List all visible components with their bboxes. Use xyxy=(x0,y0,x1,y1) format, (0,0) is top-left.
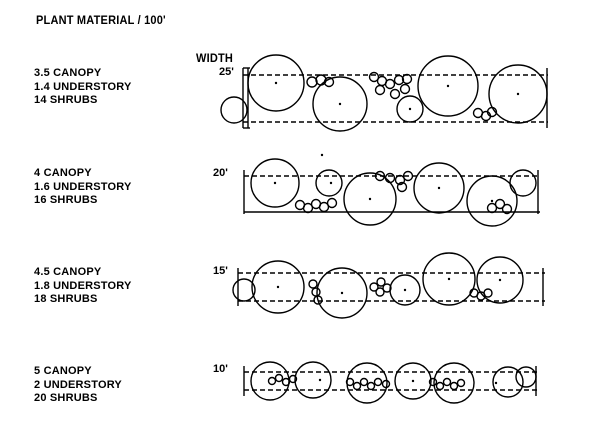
canopy-tree xyxy=(466,175,518,227)
row-4-strip xyxy=(243,361,538,404)
shrub xyxy=(311,287,321,297)
understory-tree xyxy=(232,278,256,302)
shrub xyxy=(267,376,277,386)
shrub xyxy=(326,197,338,209)
shrub xyxy=(306,76,318,88)
shrub xyxy=(376,277,386,287)
shrub xyxy=(308,279,318,289)
shrub xyxy=(315,74,327,86)
understory-tree xyxy=(509,169,537,197)
shrub xyxy=(382,283,392,293)
row-2-shrubs: 16 SHRUBS xyxy=(34,194,98,206)
width-heading: WIDTH xyxy=(196,52,234,66)
shrub xyxy=(435,381,445,391)
row-4-shrubs: 20 SHRUBS xyxy=(34,392,98,404)
shrub xyxy=(313,295,323,305)
canopy-tree xyxy=(417,55,479,117)
canopy-tree xyxy=(488,64,548,124)
understory-tree xyxy=(515,366,537,388)
diagram-title: PLANT MATERIAL / 100' xyxy=(36,14,166,28)
canopy-tree xyxy=(343,172,397,226)
shrub xyxy=(288,374,298,384)
shrub xyxy=(373,377,383,387)
canopy-tree xyxy=(433,362,475,404)
canopy-tree xyxy=(250,158,300,208)
shrub xyxy=(323,76,335,88)
canopy-tree xyxy=(251,260,305,314)
shrub xyxy=(456,378,466,388)
row-4-tree-centers xyxy=(318,378,498,385)
shrub xyxy=(352,381,362,391)
row-2-understory: 1.6 UNDERSTORY xyxy=(34,180,132,193)
shrub xyxy=(483,288,493,298)
shrub xyxy=(396,181,408,193)
row-2-tree-centers xyxy=(273,153,494,203)
row-3-shrubs: 18 SHRUBS xyxy=(34,293,98,305)
canopy-tree xyxy=(312,76,368,132)
row-2-labels: 4 CANOPY 1.6 UNDERSTORY 16 SHRUBS xyxy=(34,167,132,208)
shrub xyxy=(389,88,401,100)
shrub xyxy=(401,73,413,85)
row-1-strip xyxy=(220,54,548,132)
shrub xyxy=(374,84,386,96)
shrub xyxy=(402,170,414,182)
row-3-tree-centers xyxy=(276,277,502,295)
shrub xyxy=(486,202,498,214)
shrub xyxy=(274,373,284,383)
row-1-width: 25' xyxy=(219,66,234,78)
shrub xyxy=(393,74,405,86)
row-3-understory: 1.8 UNDERSTORY xyxy=(34,279,132,292)
shrub xyxy=(384,172,396,184)
understory-tree xyxy=(492,366,524,398)
understory-tree xyxy=(220,96,248,124)
row-4-understory: 2 UNDERSTORY xyxy=(34,378,122,391)
row-2-strip xyxy=(243,158,540,227)
shrub xyxy=(366,381,376,391)
shrub xyxy=(375,287,385,297)
shrub xyxy=(318,201,330,213)
shrub xyxy=(394,174,406,186)
canopy-tree xyxy=(394,362,432,400)
canopy-tree xyxy=(476,256,524,304)
shrub xyxy=(302,202,314,214)
shrub xyxy=(449,381,459,391)
row-2-canopy: 4 CANOPY xyxy=(34,167,92,179)
canopy-tree xyxy=(316,267,368,319)
shrub xyxy=(428,377,438,387)
row-4-width: 10' xyxy=(213,363,228,375)
shrub xyxy=(399,83,411,95)
row-3-labels: 4.5 CANOPY 1.8 UNDERSTORY 18 SHRUBS xyxy=(34,266,132,307)
shrub xyxy=(281,377,291,387)
understory-tree xyxy=(396,95,424,123)
shrub xyxy=(501,203,513,215)
shrub xyxy=(384,78,396,90)
shrub xyxy=(486,106,498,118)
shrub xyxy=(494,198,506,210)
row-2-width: 20' xyxy=(213,167,228,179)
canopy-tree xyxy=(294,361,332,399)
row-1-tree-centers xyxy=(274,81,520,111)
row-3-strip xyxy=(232,252,545,319)
shrub xyxy=(345,377,355,387)
shrub xyxy=(359,377,369,387)
row-3-width: 15' xyxy=(213,265,228,277)
row-3-canopy: 4.5 CANOPY xyxy=(34,266,102,278)
shrub xyxy=(374,170,386,182)
shrub xyxy=(368,71,380,83)
row-4-canopy: 5 CANOPY xyxy=(34,365,92,377)
understory-tree xyxy=(315,169,343,197)
row-1-understory: 1.4 UNDERSTORY xyxy=(34,80,132,93)
row-1-canopy: 3.5 CANOPY xyxy=(34,67,102,79)
shrub xyxy=(369,282,379,292)
row-1-labels: 3.5 CANOPY 1.4 UNDERSTORY 14 SHRUBS xyxy=(34,67,132,108)
shrub xyxy=(442,377,452,387)
row-4-labels: 5 CANOPY 2 UNDERSTORY 20 SHRUBS xyxy=(34,365,122,406)
canopy-tree xyxy=(413,162,465,214)
row-1-shrubs: 14 SHRUBS xyxy=(34,94,98,106)
canopy-tree xyxy=(422,252,476,306)
canopy-tree xyxy=(247,54,305,112)
shrub xyxy=(381,379,391,389)
